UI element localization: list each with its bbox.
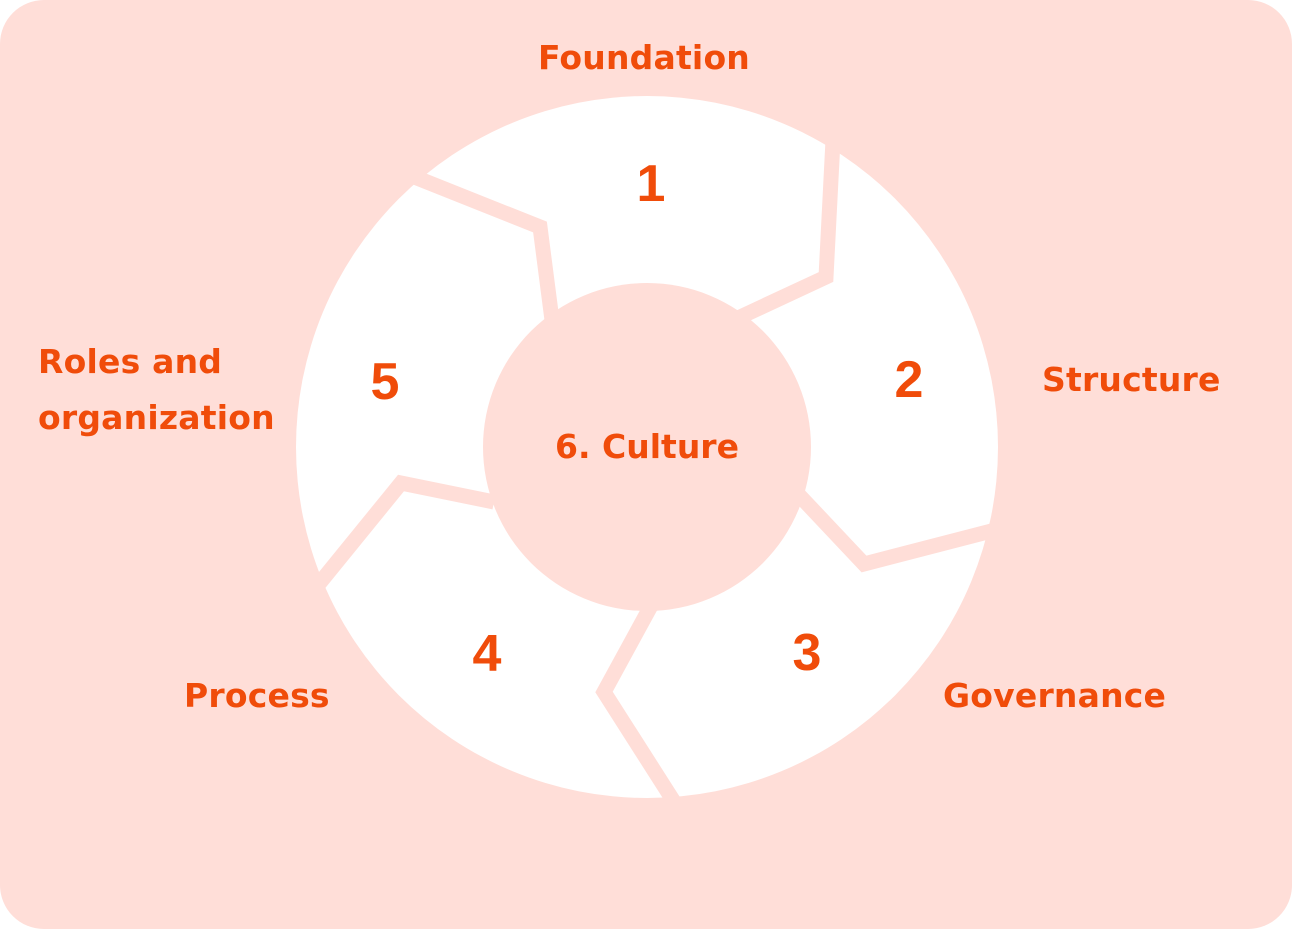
segment-5-number: 5 [370,353,400,411]
label-roles-line2: organization [38,398,275,437]
separator-1-2 [734,139,841,325]
center-label: 6. Culture [555,427,739,466]
label-foundation: Foundation [538,38,751,77]
label-governance: Governance [943,676,1167,715]
separator-3-4 [595,600,685,813]
segment-3-number: 3 [792,624,822,682]
separator-4-5 [308,474,496,595]
label-roles-line1: Roles and [38,342,223,381]
segment-4-number: 4 [472,625,502,683]
label-process: Process [184,676,330,715]
separator-2-3 [792,488,1005,573]
segment-2-number: 2 [894,351,924,409]
segment-separators [308,139,1005,813]
segment-1-number: 1 [636,155,666,213]
center-circle [483,283,811,611]
label-structure: Structure [1042,360,1221,399]
separator-5-1 [409,169,560,321]
